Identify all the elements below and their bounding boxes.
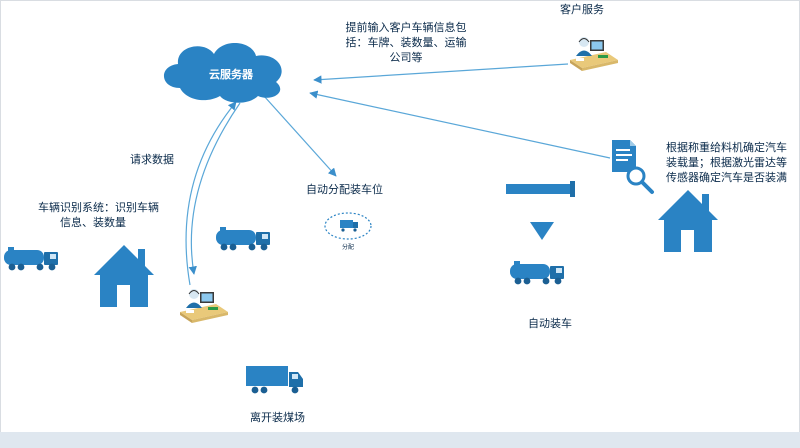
arrow-customer-to-cloud [313,63,569,84]
arrow-request-to-cloud [185,101,237,286]
cloud-icon [163,42,282,103]
tanker-truck-icon [510,261,564,285]
customer-info-line: 括：车牌、装数量、运输 [345,36,467,49]
agent-at-desk-icon [569,36,619,72]
auto-load-label: 自动装车 [528,317,572,330]
customer-service-label: 客户服务 [560,3,604,16]
funnel-icon [530,222,554,240]
arrow-cloud-to-bay [263,95,337,177]
vehicle-recognition-line: 信息、装数量 [60,216,126,229]
document-search-icon [612,140,654,194]
loading-bay-icon [324,212,372,240]
customer-info-line: 提前输入客户车辆信息包 [345,21,467,34]
bottom-strip [0,432,800,448]
customer-info-note: 提前输入客户车辆信息包 括：车牌、装数量、运输 公司等 [336,20,476,65]
auto-assign-label: 自动分配装车位 [306,183,383,196]
box-truck-icon [246,366,303,394]
vehicle-recognition-note: 车辆识别系统：识别车辆 信息、装数量 [38,200,159,230]
request-data-label: 请求数据 [130,153,174,166]
tanker-truck-icon [216,227,270,251]
leave-yard-label: 离开装煤场 [250,411,305,424]
weighing-line: 根据称重给料机确定汽车 [666,141,787,154]
arrow-cloud-to-vehicle-system [188,102,241,275]
house-icon [658,190,718,252]
vehicle-recognition-line: 车辆识别系统：识别车辆 [38,201,159,214]
weighing-line: 传感器确定汽车是否装满 [666,171,787,184]
agent-at-desk-icon [179,288,229,324]
weighing-line: 装载量；根据激光雷达等 [666,156,787,169]
bay-small-label: 分配 [342,244,355,251]
tanker-truck-icon [4,247,58,271]
arrow-weigh-to-cloud [309,90,611,159]
cloud-server-label: 云服务器 [209,68,253,81]
weighing-note: 根据称重给料机确定汽车 装载量；根据激光雷达等 传感器确定汽车是否装满 [666,140,787,185]
house-icon [94,245,154,307]
customer-info-line: 公司等 [389,51,423,64]
loading-chute-icon [506,181,575,197]
